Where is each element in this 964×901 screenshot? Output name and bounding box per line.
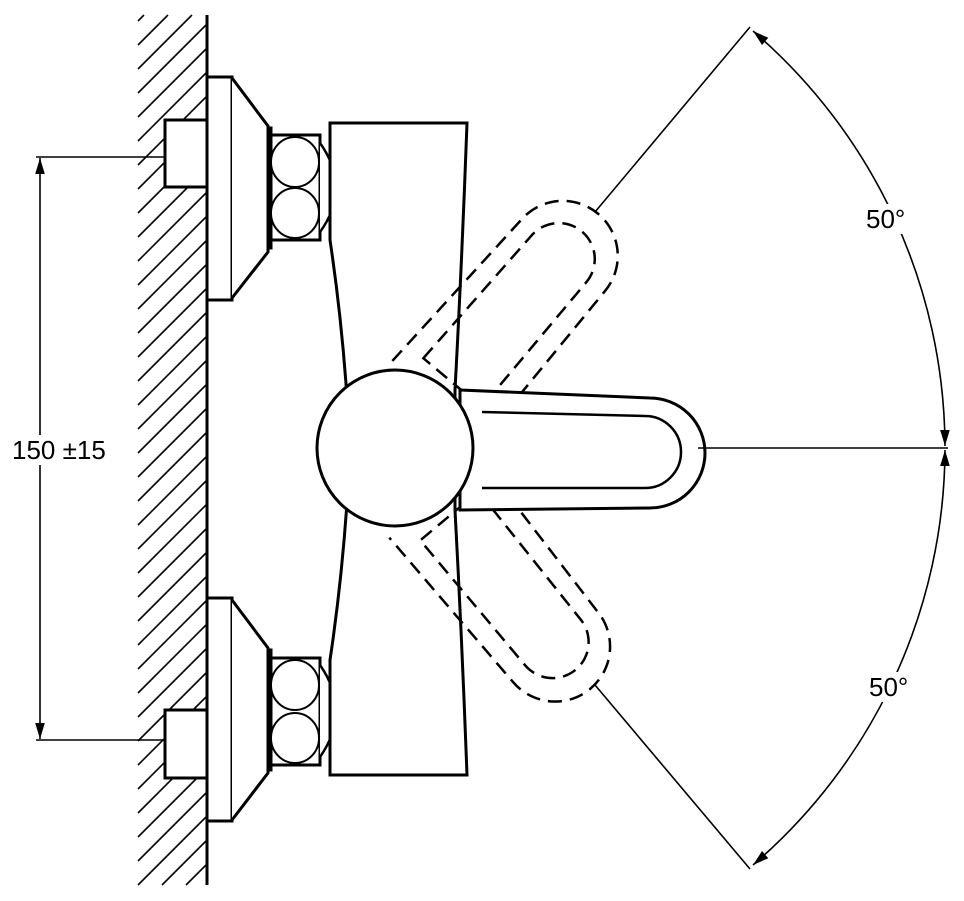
- upper-flange: [205, 75, 234, 302]
- lower-wall-stub: [163, 708, 209, 780]
- lower-fitting: [163, 596, 347, 823]
- upper-wall-stub: [163, 118, 209, 189]
- hatch-line: [137, 14, 145, 22]
- handle-alt-upper: [391, 199, 619, 439]
- hatch-line: [137, 311, 208, 382]
- hatch-line: [137, 599, 208, 670]
- lower-angle-label: 50°: [869, 672, 909, 702]
- handle-alt-lower: [388, 459, 612, 703]
- hatch-line: [137, 359, 208, 430]
- hatch-line: [137, 14, 169, 46]
- hatch-line: [137, 239, 208, 310]
- lower-flange: [205, 596, 234, 823]
- hatch-line: [137, 551, 208, 622]
- upper-angle-arc: [752, 30, 950, 447]
- lower-cone: [230, 599, 270, 821]
- upper-cone: [230, 77, 270, 299]
- hatch-line: [185, 863, 208, 886]
- hatch-line: [137, 527, 208, 598]
- hatch-line: [137, 287, 208, 358]
- hatch-line: [137, 14, 193, 70]
- hatch-line: [137, 623, 208, 694]
- hatch-line: [137, 575, 208, 646]
- hatch-line: [137, 383, 208, 454]
- hatch-line: [137, 191, 208, 262]
- hatch-line: [137, 23, 208, 94]
- handle-lever: [315, 368, 707, 528]
- hatch-line: [137, 671, 208, 742]
- lower-angle-arc: [752, 449, 950, 866]
- hatch-line: [137, 815, 208, 886]
- hatch-line: [137, 215, 208, 286]
- wall-hatching: [137, 14, 208, 886]
- hatch-line: [137, 455, 208, 526]
- hatch-line: [137, 47, 208, 118]
- hatch-line: [137, 407, 208, 478]
- hatch-line: [137, 263, 208, 334]
- hatch-line: [137, 647, 208, 718]
- hatch-line: [137, 335, 208, 406]
- hatch-line: [137, 503, 208, 574]
- upper-angle-label: 50°: [866, 204, 906, 234]
- hatch-line: [161, 839, 208, 886]
- hatch-line: [137, 791, 208, 862]
- handle-hub: [315, 368, 475, 528]
- height-dimension-label: 150 ±15: [12, 435, 106, 465]
- hatch-line: [137, 479, 208, 550]
- hatch-line: [137, 431, 208, 502]
- upper-fitting: [163, 75, 347, 302]
- hatch-line: [137, 71, 208, 142]
